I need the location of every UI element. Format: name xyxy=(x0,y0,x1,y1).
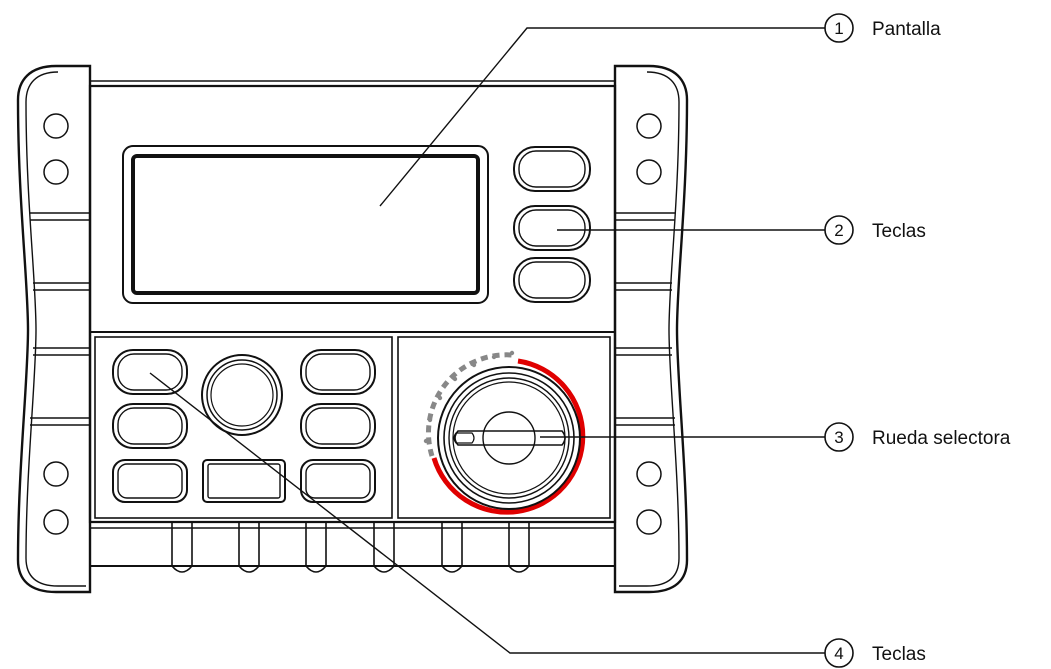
keypad-panel xyxy=(94,336,393,519)
front-key-2[interactable] xyxy=(300,349,376,395)
front-key-center-round[interactable] xyxy=(201,354,283,436)
callout-4-circle xyxy=(824,638,854,668)
front-key-7[interactable] xyxy=(300,459,376,503)
callout-4: 4 Teclas xyxy=(824,638,926,668)
side-key-middle[interactable] xyxy=(513,205,591,251)
callout-4-number: 4 xyxy=(834,644,843,663)
callout-2-number: 2 xyxy=(834,221,843,240)
callout-1-circle xyxy=(824,13,854,43)
bottom-tabs xyxy=(171,522,530,573)
front-key-3[interactable] xyxy=(112,403,188,449)
selector-wheel[interactable] xyxy=(423,350,586,515)
callout-1-label: Pantalla xyxy=(872,19,941,40)
callout-lines xyxy=(149,27,825,654)
callout-4-label: Teclas xyxy=(872,644,926,665)
callout-2-label: Teclas xyxy=(872,221,926,242)
callout-1-number: 1 xyxy=(834,19,843,38)
side-keys xyxy=(513,146,591,303)
right-bumper xyxy=(613,64,689,594)
callout-3-label: Rueda selectora xyxy=(872,428,1011,449)
side-key-bottom[interactable] xyxy=(513,257,591,303)
left-bumper xyxy=(16,64,92,594)
front-key-1[interactable] xyxy=(112,349,188,395)
callout-1: 1 Pantalla xyxy=(824,13,941,43)
front-key-5[interactable] xyxy=(112,459,188,503)
callout-2: 2 Teclas xyxy=(824,215,926,245)
side-key-top[interactable] xyxy=(513,146,591,192)
callout-2-circle xyxy=(824,215,854,245)
device-body xyxy=(88,80,617,567)
dial-panel xyxy=(397,336,611,519)
front-key-6[interactable] xyxy=(202,459,286,503)
callout-3-circle xyxy=(824,422,854,452)
display xyxy=(122,145,489,304)
callout-3-number: 3 xyxy=(834,428,843,447)
callout-3: 3 Rueda selectora xyxy=(824,422,1011,452)
front-key-4[interactable] xyxy=(300,403,376,449)
